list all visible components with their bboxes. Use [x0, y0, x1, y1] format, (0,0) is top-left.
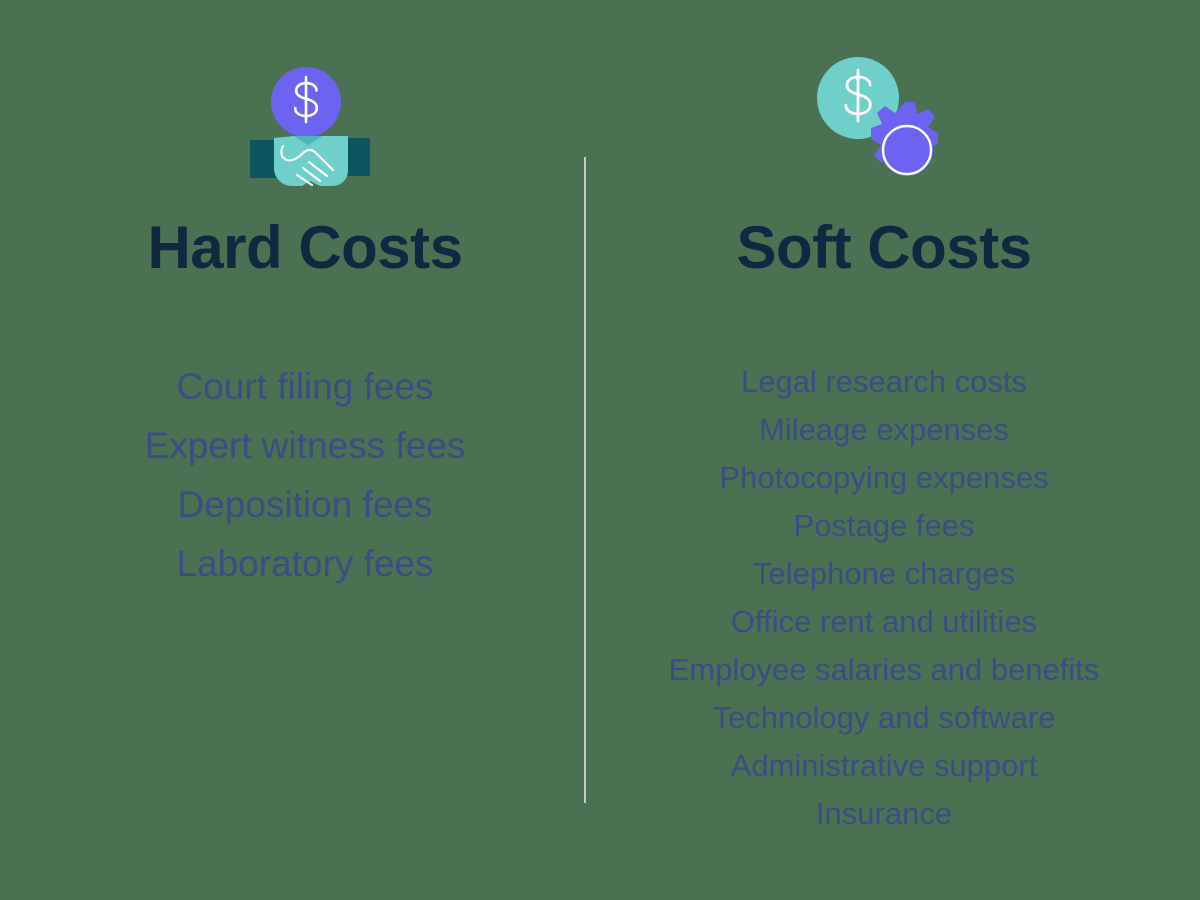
list-item: Photocopying expenses — [719, 460, 1049, 495]
hard-costs-column: Hard Costs Court filing fees Expert witn… — [55, 0, 555, 584]
page-title-hard-costs: Hard Costs — [147, 214, 463, 281]
soft-costs-icon-wrap — [640, 0, 1128, 200]
dollar-sign-glyph — [844, 68, 872, 123]
dollar-sign-glyph — [293, 75, 319, 124]
list-item: Insurance — [815, 796, 953, 831]
list-item: Employee salaries and benefits — [668, 652, 1100, 687]
hard-costs-list: Court filing fees Expert witness fees De… — [55, 357, 555, 593]
handshake-shade — [294, 136, 322, 145]
page-title-soft-costs: Soft Costs — [736, 214, 1033, 281]
list-item: Office rent and utilities — [730, 604, 1038, 639]
hard-costs-icon-wrap — [55, 0, 555, 200]
handshake-lines — [280, 144, 335, 187]
list-item: Laboratory fees — [176, 543, 434, 584]
vertical-divider — [584, 157, 586, 803]
handshake-hands — [274, 136, 348, 186]
coin-gear-icon — [817, 57, 938, 176]
list-item: Postage fees — [793, 508, 975, 543]
soft-costs-column: Soft Costs Legal research costs Mileage … — [640, 0, 1128, 831]
list-item: Expert witness fees — [144, 425, 466, 466]
list-item: Telephone charges — [753, 556, 1015, 591]
list-item: Technology and software — [712, 700, 1056, 735]
gear-inner-ring — [881, 124, 933, 176]
list-item: Legal research costs — [740, 364, 1028, 399]
list-item: Deposition fees — [177, 484, 433, 525]
handshake-cuff-left — [250, 140, 278, 178]
list-item: Administrative support — [730, 748, 1038, 783]
soft-costs-list: Legal research costs Mileage expenses Ph… — [640, 358, 1128, 838]
handshake-dollar-icon — [250, 67, 370, 187]
list-item: Court filing fees — [176, 366, 434, 407]
gear — [871, 102, 938, 176]
list-item: Mileage expenses — [759, 412, 1009, 447]
